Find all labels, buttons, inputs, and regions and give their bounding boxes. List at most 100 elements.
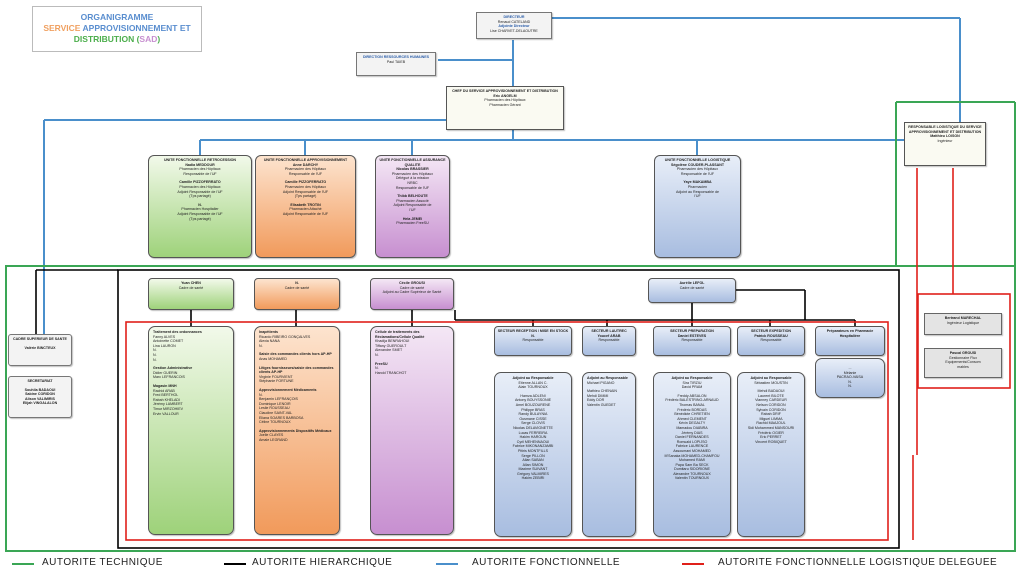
- staff-name: Miguel LIMMA: [759, 416, 783, 421]
- staff-name: Rabah KHELADI: [153, 397, 180, 402]
- staff-name: Stéphanie FORTUNE: [259, 379, 294, 384]
- staff-name: Mélanie: [843, 370, 857, 375]
- staff-name: (Tps partagé): [294, 194, 317, 199]
- secteur-title: Préparateurs en Pharmacie Hospitalière: [826, 329, 874, 338]
- group-heading: Approvisionnements Dispositifs Médicaux: [259, 428, 332, 433]
- chart-title: ORGANIGRAMME SERVICE APPROVISIONNEMENT E…: [32, 6, 202, 52]
- secretariat-name: Elijah VINGALALON: [22, 401, 58, 406]
- title-line-3a: DISTRIBUTION (: [73, 34, 140, 44]
- staff-name: Papa Sam Ba SECK: [675, 462, 709, 467]
- staff-name: N.: [375, 366, 379, 371]
- cadre-3-name: Cécile GROUSI: [399, 281, 425, 285]
- cadre-box-2: N. Cadre de santé: [254, 278, 340, 310]
- pascal-name: Pascal GROUSI: [949, 351, 977, 355]
- staff-name: Mehdi DIMMI: [587, 393, 609, 398]
- group-heading: Anne DARCHY: [292, 162, 319, 167]
- secretariat-name: Sabine CORIDON: [25, 392, 55, 397]
- secteur-title: SECTEUR RECEPTION / MISE EN STOCK: [497, 329, 569, 333]
- group-heading: Ségolène COUDER-PLASSANT: [670, 162, 725, 167]
- staff-name: N.: [259, 392, 263, 397]
- title-line-3c: ): [157, 34, 161, 44]
- staff-name: Céline TOURNOUX: [259, 420, 291, 425]
- staff-name: David PRAM: [681, 385, 703, 390]
- legend-swatch-fonctionnelle: [436, 563, 458, 565]
- group-heading: UNITE FONCTIONNELLE ASSURANCE QUALITE: [379, 158, 446, 167]
- secteur-role: Responsable: [760, 338, 782, 343]
- staff-name: Allan SIMON: [522, 462, 544, 467]
- staff-name: Fred BERTHOL: [153, 393, 179, 398]
- staff-name: Ahmed CLEMENT: [677, 416, 707, 421]
- staff-name: Alexandre SMET: [375, 348, 403, 353]
- group-heading: UNITE FONCTIONNELLE APPROVISIONNEMENT: [263, 158, 348, 162]
- group-heading: FreeSU: [375, 361, 388, 366]
- staff-name: Rabah DRIF: [761, 412, 781, 417]
- staff-name: Adjoint Responsable de l'UF: [177, 189, 223, 194]
- staff-name: Jérémy DIAS: [681, 430, 703, 435]
- secteur-name: Youcef ARAB: [597, 333, 621, 338]
- staff-name: Responsable de l'UF: [288, 171, 323, 176]
- staff-name: Sylvain CORIDON: [756, 407, 786, 412]
- staff-name: Freddy ABSALON: [677, 393, 707, 398]
- group-heading: Litiges fournisseurs/saisie des commande…: [259, 365, 334, 375]
- group-heading: Adjoint au Responsable: [587, 376, 628, 380]
- staff-name: Thomas BANAL: [679, 402, 705, 407]
- staff-name: Vianney CARDEUR: [755, 398, 787, 403]
- title-line-2b: APPROVISIONNEMENT ET: [82, 23, 191, 33]
- staff-name: Benjamin LEFRANÇOIS: [259, 397, 298, 402]
- responsable-logistique-box: RESPONSABLE LOGISTIQUE DU SERVICE APPROV…: [904, 122, 986, 166]
- secteur-header-reception: SECTEUR RECEPTION / MISE EN STOCK N. Res…: [494, 326, 572, 356]
- group-heading: Adjoint au Responsable: [512, 376, 554, 380]
- staff-name: Hakim HAROUN: [519, 435, 547, 440]
- staff-name: Valentin GUEDET: [587, 402, 616, 407]
- legend-swatch-hierarchique: [224, 563, 246, 565]
- staff-name: Sébastien MOUSTIN: [754, 380, 788, 385]
- staff-name: Amel BOUZOURENE: [515, 402, 551, 407]
- staff-name: Joelle CLAYES: [259, 433, 284, 438]
- staff-name: Alexia NANA: [259, 339, 280, 344]
- staff-name: Dumitaru SIDORIONE: [674, 467, 710, 472]
- staff-name: Hakim ZEBIRI: [521, 476, 545, 481]
- resp-log-name: Matthieu LOISON: [930, 134, 960, 139]
- cadre-4-role: Cadre de santé: [679, 285, 705, 290]
- staff-name: Responsable de l'UF: [183, 171, 217, 176]
- group-heading: Saisie des commandes clients hors AP-HP: [259, 352, 332, 357]
- pascal-role-2: Equipements/Consom: [945, 360, 981, 365]
- chef-role-1: Pharmacien des Hôpitaux: [484, 98, 526, 103]
- legend-fonctionnelle: AUTORITE FONCTIONNELLE: [472, 557, 621, 568]
- cadre-sup-title: CADRE SUPERIEUR DE SANTE: [13, 337, 67, 341]
- drh-name: Paul TAIEB: [386, 59, 406, 64]
- staff-name: Responsable de l'UF: [680, 171, 715, 176]
- staff-name: Adjoint Responsable de: [393, 203, 432, 208]
- staff-name: Daniel FERNANDES: [675, 435, 709, 440]
- staff-name: Tiffany GUEROULT: [375, 343, 407, 348]
- cadre-3-role-2: Adjoint au Cadre Supérieur de Santé: [382, 290, 442, 295]
- staff-name: N.: [259, 343, 263, 348]
- staff-name: Frédéric BALESTRINO-ARNAUD: [665, 398, 719, 403]
- staff-name: Délégué à la mission: [395, 176, 430, 181]
- legend-hierarchique: AUTORITE HIERARCHIQUE: [252, 557, 393, 568]
- staff-name: Timur MIRZOHIEV: [153, 406, 184, 411]
- staff-name: l'UF: [409, 207, 416, 212]
- drh-box: DIRECTION RESSOURCES HUMAINES Paul TAIEB: [356, 52, 436, 76]
- staff-name: Romuald LOPIJSO: [676, 439, 708, 444]
- cadre-box-4: Aurélie LEFOL Cadre de santé: [648, 278, 736, 303]
- secretariat-title: SECRETARIAT: [27, 379, 53, 383]
- group-heading: Camille PIZZOFERRATO: [179, 180, 221, 185]
- staff-name: Sira TIRZIU: [682, 380, 702, 385]
- staff-name: Eric PERRET: [760, 435, 782, 440]
- chef-name: Eric ANGELM: [493, 93, 517, 98]
- staff-name: Mathieu CHENAIN: [587, 389, 617, 394]
- group-heading: Hela JEMEI: [402, 216, 423, 221]
- section-qualite-staff: Cellule de traitements des Réclamations/…: [370, 326, 454, 535]
- group-heading: Gestion Administrative: [153, 366, 193, 371]
- cadre-box-1: Yuan CHEN Cadre de santé: [148, 278, 234, 310]
- staff-name: N.: [153, 357, 157, 362]
- staff-name: Serge CLOVIS: [521, 421, 545, 426]
